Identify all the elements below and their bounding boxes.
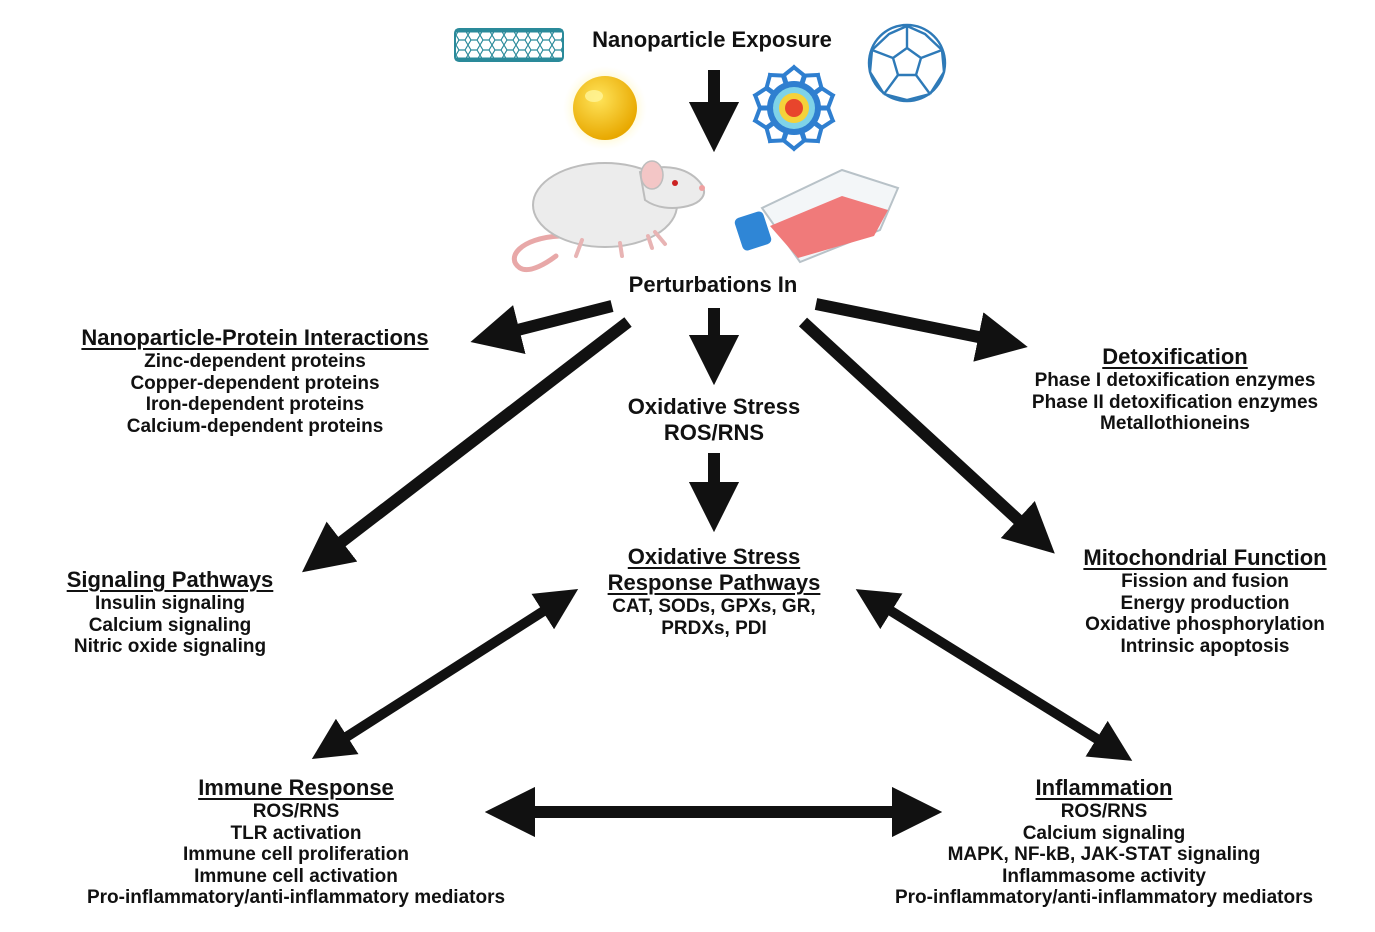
- inflammation-item: Pro-inflammatory/anti-inflammatory media…: [894, 887, 1314, 909]
- immune-block: Immune Response ROS/RNS TLR activation I…: [40, 775, 552, 909]
- np-protein-item: Calcium-dependent proteins: [126, 415, 384, 437]
- mito-item: Energy production: [1120, 592, 1290, 614]
- signaling-item: Nitric oxide signaling: [73, 636, 267, 658]
- oxidative-stress-subtitle: ROS/RNS: [663, 420, 765, 445]
- inflammation-item: ROS/RNS: [1060, 801, 1148, 822]
- immune-title: Immune Response: [198, 775, 394, 800]
- osr-pathways-title-line: Response Pathways: [607, 570, 821, 595]
- np-protein-item: Iron-dependent proteins: [145, 394, 365, 416]
- dendrimer-nanoparticle-icon: [752, 64, 836, 152]
- immune-item: Immune cell proliferation: [183, 844, 409, 866]
- np-protein-item: Zinc-dependent proteins: [144, 351, 366, 372]
- mito-item: Intrinsic apoptosis: [1120, 635, 1290, 657]
- osr-pathways-block: Oxidative Stress Response Pathways CAT, …: [584, 544, 844, 639]
- inflammation-title: Inflammation: [1035, 775, 1173, 800]
- arrow-to-mitochondria: [798, 317, 1055, 554]
- signaling-item: Calcium signaling: [88, 614, 252, 636]
- signaling-title: Signaling Pathways: [66, 567, 274, 592]
- perturbations-label-text: Perturbations In: [628, 272, 798, 297]
- inflammation-item: Inflammasome activity: [1002, 865, 1206, 887]
- cell-culture-flask-icon: [734, 168, 900, 264]
- arrow-to-signaling: [302, 317, 632, 573]
- signaling-block: Signaling Pathways Insulin signaling Cal…: [40, 567, 300, 658]
- oxidative-stress-block: Oxidative Stress ROS/RNS: [600, 394, 828, 446]
- detox-item: Metallothioneins: [1100, 413, 1250, 435]
- arrow-to-np-protein: [470, 300, 614, 354]
- detox-item: Phase II detoxification enzymes: [1031, 391, 1319, 413]
- mito-item: Fission and fusion: [1121, 571, 1289, 592]
- osr-pathways-item: PRDXs, PDI: [661, 617, 767, 639]
- detox-item: Phase I detoxification enzymes: [1034, 370, 1316, 391]
- immune-item: ROS/RNS: [252, 801, 340, 822]
- mouse-icon: [511, 160, 706, 272]
- inflammation-block: Inflammation ROS/RNS Calcium signaling M…: [848, 775, 1360, 909]
- mito-block: Mitochondrial Function Fission and fusio…: [1050, 545, 1360, 657]
- oxidative-stress-title: Oxidative Stress: [627, 394, 801, 419]
- fullerene-icon: [867, 23, 947, 103]
- np-protein-block: Nanoparticle-Protein Interactions Zinc-d…: [40, 325, 470, 437]
- mito-title: Mitochondrial Function: [1083, 545, 1327, 570]
- arrow-response-immune: [311, 588, 579, 760]
- perturbations-label: Perturbations In: [600, 272, 826, 298]
- exposure-label-text: Nanoparticle Exposure: [592, 27, 832, 52]
- immune-item: Immune cell activation: [194, 865, 398, 887]
- detox-title: Detoxification: [1102, 344, 1248, 369]
- arrow-to-detox: [814, 298, 1028, 362]
- immune-item: Pro-inflammatory/anti-inflammatory media…: [86, 887, 506, 909]
- gold-nanoparticle-icon: [563, 66, 647, 150]
- arrow-response-inflammation: [855, 589, 1133, 761]
- mito-item: Oxidative phosphorylation: [1085, 614, 1325, 636]
- np-protein-title: Nanoparticle-Protein Interactions: [81, 325, 429, 350]
- osr-pathways-item: CAT, SODs, GPXs, GR,: [612, 596, 816, 617]
- np-protein-item: Copper-dependent proteins: [130, 372, 380, 394]
- inflammation-item: MAPK, NF-kB, JAK-STAT signaling: [947, 844, 1261, 866]
- exposure-label: Nanoparticle Exposure: [576, 27, 848, 53]
- signaling-item: Insulin signaling: [95, 593, 245, 614]
- inflammation-item: Calcium signaling: [1022, 822, 1186, 844]
- osr-pathways-title-line: Oxidative Stress: [627, 544, 801, 569]
- detox-block: Detoxification Phase I detoxification en…: [1000, 344, 1350, 435]
- nanotube-icon: [454, 28, 564, 62]
- immune-item: TLR activation: [230, 822, 362, 844]
